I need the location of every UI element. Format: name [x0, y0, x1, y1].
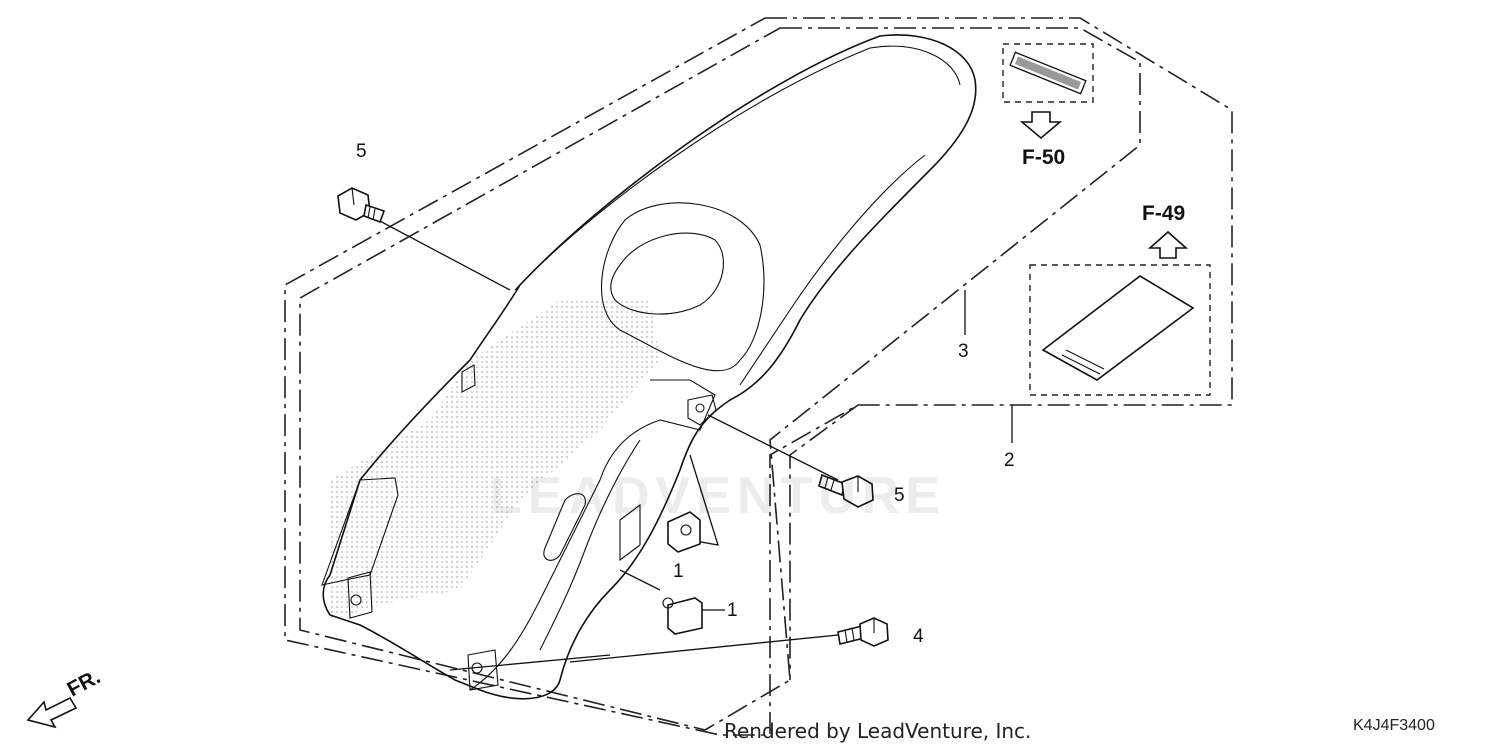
- leader-clip-1-bottom: [619, 569, 661, 591]
- fender-seat-cutout: [600, 202, 765, 372]
- fender-window: [610, 232, 724, 315]
- fender-side-groove: [739, 154, 926, 386]
- callout-part-1-bottom: 1: [727, 600, 738, 621]
- callout-part-4: 4: [913, 626, 924, 647]
- bolt-5-right: [818, 473, 874, 508]
- clip-1-bottom: [662, 597, 703, 635]
- fender-mount-tab-left: [347, 571, 373, 619]
- callout-part-2: 2: [1004, 450, 1015, 471]
- fender-center-mount: [687, 394, 717, 426]
- assembly-outline-outer: [284, 17, 1233, 736]
- bolt-4: [837, 617, 889, 647]
- fender-dot-shading: [330, 300, 660, 620]
- fender-mount-tab-bottom: [467, 649, 499, 691]
- fender-rib-right: [619, 503, 641, 562]
- mount-hole-left: [350, 594, 362, 606]
- callout-part-3: 3: [958, 341, 969, 362]
- front-direction-arrow-icon: [26, 696, 78, 729]
- diagram-code: K4J4F3400: [1353, 717, 1435, 734]
- assembly-outline-part2: [789, 404, 859, 680]
- emblem-sticker: [1009, 51, 1087, 95]
- assembly-outline-inner: [299, 27, 1141, 731]
- callout-part-5-right: 5: [894, 485, 905, 506]
- emblem-box: [1002, 43, 1094, 103]
- fender-clip-notch: [461, 364, 476, 393]
- rear-fender: [321, 34, 977, 700]
- callout-part-5-top: 5: [356, 141, 367, 162]
- mount-hole-bottom: [471, 662, 483, 674]
- rendered-by-credit: Rendered by LeadVenture, Inc.: [724, 719, 1031, 743]
- reference-f49: F-49: [1142, 202, 1185, 225]
- callout-part-1-top: 1: [673, 561, 684, 582]
- label-sticker: [1041, 275, 1195, 381]
- fender-slot: [543, 493, 586, 561]
- label-box: [1029, 264, 1211, 396]
- clip-1-top: [667, 511, 701, 553]
- fender-inner-edge: [539, 439, 641, 651]
- front-direction-label: FR.: [64, 665, 105, 701]
- leader-bolt-5-right: [707, 414, 839, 481]
- leader-bolt-4-b: [449, 654, 611, 671]
- watermark: LEADVENTURE: [490, 467, 946, 525]
- arrow-down-icon: [1019, 111, 1063, 140]
- mount-hole-center: [695, 403, 705, 413]
- leader-bolt-4: [569, 633, 849, 663]
- leader-bolt-5-top: [377, 219, 511, 291]
- reference-f50: F-50: [1022, 146, 1065, 169]
- fender-lower-skirt: [469, 379, 716, 691]
- fender-outline: [322, 34, 977, 700]
- arrow-up-icon: [1147, 230, 1189, 259]
- bolt-5-top: [337, 187, 386, 224]
- fender-ridge: [514, 45, 961, 291]
